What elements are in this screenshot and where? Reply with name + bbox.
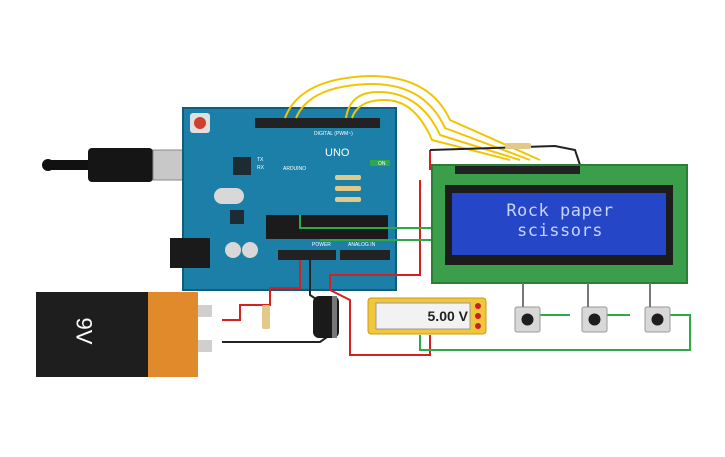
lcd-line-2: scissors <box>517 221 603 241</box>
multimeter-reading: 5.00 V <box>427 308 468 324</box>
analog-label: ANALOG IN <box>348 242 376 248</box>
resistor[interactable] <box>262 305 270 329</box>
power-label: POWER <box>312 242 331 248</box>
tx-label: TX <box>257 157 264 163</box>
lcd-display-text: Rock paper scissors <box>455 201 665 241</box>
multimeter[interactable] <box>367 297 487 335</box>
capacitor[interactable] <box>313 296 339 338</box>
arduino-model-label: UNO <box>325 147 350 159</box>
contrast-resistor[interactable] <box>505 143 531 149</box>
resistor-bank[interactable] <box>335 175 361 202</box>
battery-label: 9V <box>71 317 97 345</box>
battery-9v[interactable] <box>36 292 212 377</box>
arduino-board[interactable] <box>170 107 397 291</box>
arduino-brand-label: ARDUINO <box>283 166 307 172</box>
on-label: ON <box>378 161 386 167</box>
rx-label: RX <box>257 165 264 171</box>
reset-button[interactable] <box>194 117 206 129</box>
lcd-line-1: Rock paper <box>506 201 614 221</box>
green-wires <box>299 215 691 351</box>
digital-header-label: DIGITAL (PWM~) <box>314 131 353 137</box>
lcd-module[interactable] <box>431 164 688 284</box>
push-buttons[interactable] <box>514 283 671 333</box>
yellow-wires <box>284 74 541 161</box>
